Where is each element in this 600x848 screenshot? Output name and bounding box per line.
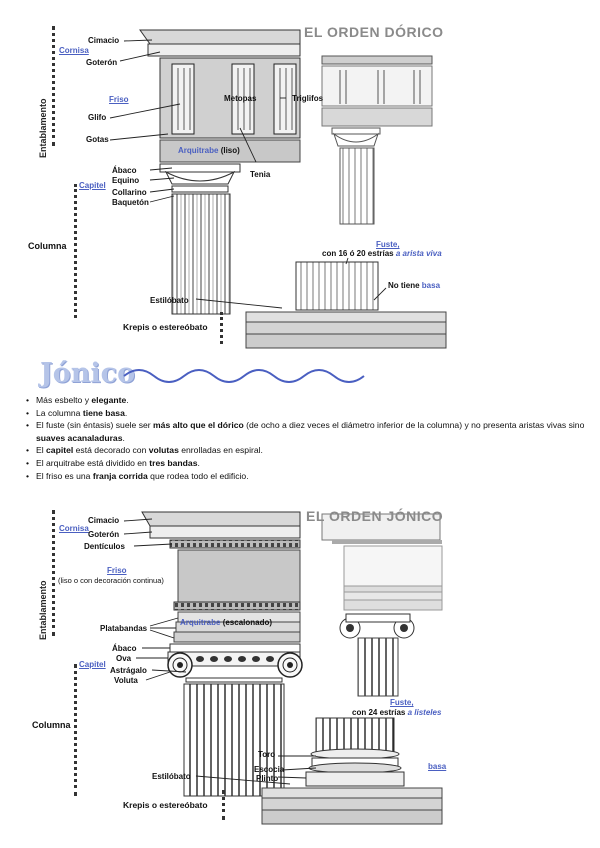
bullet-text: Más esbelto y [36,395,91,405]
label-baqueton: Baquetón [112,198,149,207]
fuste-note-link: a arista viva [396,249,442,258]
doric-illustration [0,0,600,350]
bullet-text: . [122,433,124,443]
label-estilobato: Estilóbato [150,296,189,305]
label-glifo: Glifo [88,113,106,122]
entablamento-bracket [52,26,55,146]
bullet-text: (de ocho a diez veces el diámetro inferi… [244,420,585,430]
bullet-text: El friso es una [36,471,93,481]
ionic-label-capitel: Capitel [79,660,106,669]
krepis-bracket [220,312,223,344]
bullet-text: . [126,395,128,405]
ionic-columna-bracket [74,664,77,796]
bullet-text: que rodea todo el edificio. [148,471,249,481]
doric-title: EL ORDEN DÓRICO [304,24,443,40]
bullet-text: . [197,458,199,468]
label-fuste-note: con 16 ó 20 estrías a arista viva [322,249,442,258]
ionic-label-friso: Friso [107,566,127,575]
label-triglifos: Triglifos [292,94,323,103]
ionic-title: EL ORDEN JÓNICO [306,508,443,524]
bullet-text: . [125,408,127,418]
ionic-label-goteron: Goterón [88,530,119,539]
fuste-note-text: con 16 ó 20 estrías [322,249,394,258]
bullet-text: El [36,445,46,455]
ionic-entablamento-label: Entablamento [38,580,48,640]
label-tenia: Tenia [250,170,270,179]
bullet-text: La columna [36,408,83,418]
label-collarino: Collarino [112,188,147,197]
label-arquitrabe-note: (liso) [221,146,240,155]
label-metopas: Metopas [224,94,256,103]
ionic-label-estilobato: Estilóbato [152,772,191,781]
ionic-label-friso-note: (liso o con decoración continua) [58,576,164,585]
no-tiene-text: No tiene [388,281,420,290]
ionic-label-ova: Ova [116,654,131,663]
bullet-emphasis: tiene basa [83,408,125,418]
ionic-entablamento-bracket [52,510,55,636]
bullet-item: El arquitrabe está dividido en tres band… [26,457,596,470]
bullet-emphasis: tres bandas [149,458,197,468]
bullet-text: El fuste (sin éntasis) suele ser [36,420,153,430]
label-krepis: Krepis o estereóbato [123,322,208,332]
label-gotas: Gotas [86,135,109,144]
entablamento-label: Entablamento [38,98,48,158]
ionic-label-arquitrabe-group: Arquitrabe (escalonado) [180,618,272,627]
bullet-emphasis: capitel [46,445,73,455]
columna-label: Columna [28,241,67,251]
ionic-label-escocia: Escocia [254,765,284,774]
label-cornisa: Cornisa [59,46,89,55]
bullet-text: está decorado con [73,445,149,455]
label-cimacio: Cimacio [88,36,119,45]
ionic-fuste-note-link: a listeles [408,708,442,717]
ionic-label-krepis: Krepis o estereóbato [123,800,208,810]
label-capitel: Capitel [79,181,106,190]
ionic-label-platabandas: Platabandas [100,624,147,633]
label-no-basa: No tiene basa [388,281,440,290]
ionic-illustration [0,500,600,848]
ionic-krepis-bracket [222,790,225,820]
bullet-item: El friso es una franja corrida que rodea… [26,470,596,483]
ionic-label-plinto: Plinto [256,774,278,783]
bullet-emphasis: elegante [91,395,126,405]
bullet-emphasis: franja corrida [93,471,148,481]
label-arquitrabe: Arquitrabe [178,146,218,155]
ionic-label-toro: Toro [258,750,275,759]
bullet-emphasis: más alto que el dórico [153,420,244,430]
bullet-text: El arquitrabe está dividido en [36,458,149,468]
ionic-label-arquitrabe-note: (escalonado) [223,618,272,627]
bullet-emphasis: volutas [149,445,179,455]
bullet-item: El fuste (sin éntasis) suele ser más alt… [26,419,596,444]
label-abaco: Ábaco [112,166,136,175]
ionic-label-fuste-note: con 24 estrías a listeles [352,708,441,717]
bullet-text: enrolladas en espiral. [179,445,263,455]
bullet-item: Más esbelto y elegante. [26,394,596,407]
label-goteron: Goterón [86,58,117,67]
ionic-label-fuste: Fuste, [390,698,414,707]
label-friso: Friso [109,95,129,104]
wave-decoration [122,362,372,388]
ionic-columna-label: Columna [32,720,71,730]
basa-link: basa [422,281,440,290]
label-fuste: Fuste, [376,240,400,249]
ionic-label-abaco: Ábaco [112,644,136,653]
ionic-label-cornisa: Cornisa [59,524,89,533]
section-heading: Jónico [40,358,135,389]
bullet-item: El capitel está decorado con volutas enr… [26,444,596,457]
ionic-label-voluta: Voluta [114,676,138,685]
ionic-label-arquitrabe: Arquitrabe [180,618,220,627]
ionic-label-denticulos: Dentículos [84,542,125,551]
ionic-features-list: Más esbelto y elegante. La columna tiene… [26,394,596,482]
ionic-label-basa: basa [428,762,446,771]
ionic-fuste-note-text: con 24 estrías [352,708,405,717]
columna-bracket [74,184,77,318]
bullet-emphasis: suaves acanaladuras [36,433,122,443]
ionic-label-cimacio: Cimacio [88,516,119,525]
bullet-item: La columna tiene basa. [26,407,596,420]
label-arquitrabe-group: Arquitrabe (liso) [178,146,240,155]
ionic-label-astragalo: Astrágalo [110,666,147,675]
label-equino: Equino [112,176,139,185]
